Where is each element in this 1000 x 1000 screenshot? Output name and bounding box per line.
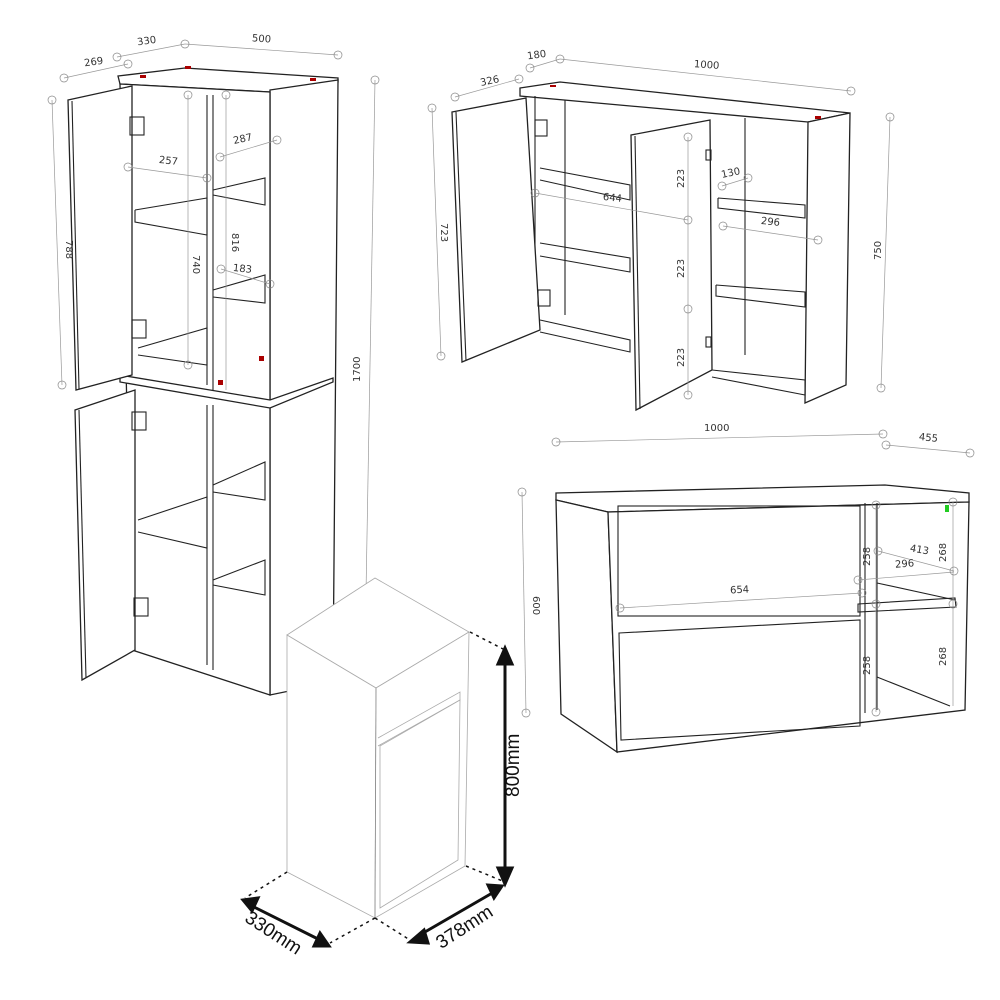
- dim-label: 654: [730, 585, 750, 597]
- dim-label: 740: [190, 255, 201, 274]
- base-cabinet-drawing: 1000 455 600 654 258 258 413 296 268 268: [517, 423, 975, 754]
- dim-label: 180: [527, 49, 547, 63]
- dim-label: 500: [252, 33, 272, 45]
- dim-label: 330: [137, 35, 157, 49]
- hinge-icon: [705, 336, 712, 348]
- dim-label: 600: [530, 596, 541, 615]
- dim-label: 223: [676, 169, 687, 188]
- dim-label: 750: [873, 241, 884, 260]
- dim-label: 287: [232, 132, 253, 147]
- wall-cabinet-drawing: 180 1000 326 644 130 296 223 223 223 723…: [427, 49, 895, 412]
- height-label: 800mm: [503, 734, 524, 797]
- dim-label: 723: [438, 223, 449, 242]
- dim-label: 413: [909, 543, 930, 557]
- dim-label: 258: [862, 547, 873, 566]
- dim-label: 257: [158, 155, 178, 168]
- width-arrow: [417, 890, 495, 938]
- hinge-icon: [133, 597, 149, 617]
- dim-label: 268: [938, 543, 949, 562]
- dim-label: 455: [918, 432, 938, 445]
- hinge-icon: [131, 411, 147, 431]
- depth-arrow: [251, 904, 321, 942]
- dim-label: 223: [676, 348, 687, 367]
- dim-label: 130: [720, 166, 741, 181]
- dim-label: 788: [63, 240, 74, 259]
- hinge-icon: [705, 149, 712, 161]
- hinge-icon: [131, 319, 147, 339]
- hinge-icon: [534, 119, 548, 137]
- dim-label: 1700: [352, 357, 363, 382]
- drawer-front: [617, 505, 861, 617]
- dim-label: 183: [232, 263, 252, 276]
- dim-label: 296: [895, 558, 915, 570]
- hinge-icon: [537, 289, 551, 307]
- hinge-icon: [129, 116, 145, 136]
- dim-label: 816: [229, 233, 240, 252]
- dim-label: 1000: [704, 423, 729, 434]
- dim-label: 223: [676, 259, 687, 278]
- small-cabinet-drawing: 800mm 330mm 378mm: [240, 577, 524, 959]
- tall-cabinet-drawing: 330 500 269 257 287 816 740 183 788 1700: [47, 33, 380, 696]
- dim-label: 644: [602, 192, 622, 205]
- dim-label: 1000: [694, 59, 720, 72]
- dim-label: 269: [84, 56, 104, 70]
- dim-label: 258: [862, 656, 873, 675]
- dim-label: 296: [760, 216, 780, 229]
- dim-label: 326: [479, 74, 500, 89]
- dim-label: 268: [938, 647, 949, 666]
- marker: [945, 505, 949, 512]
